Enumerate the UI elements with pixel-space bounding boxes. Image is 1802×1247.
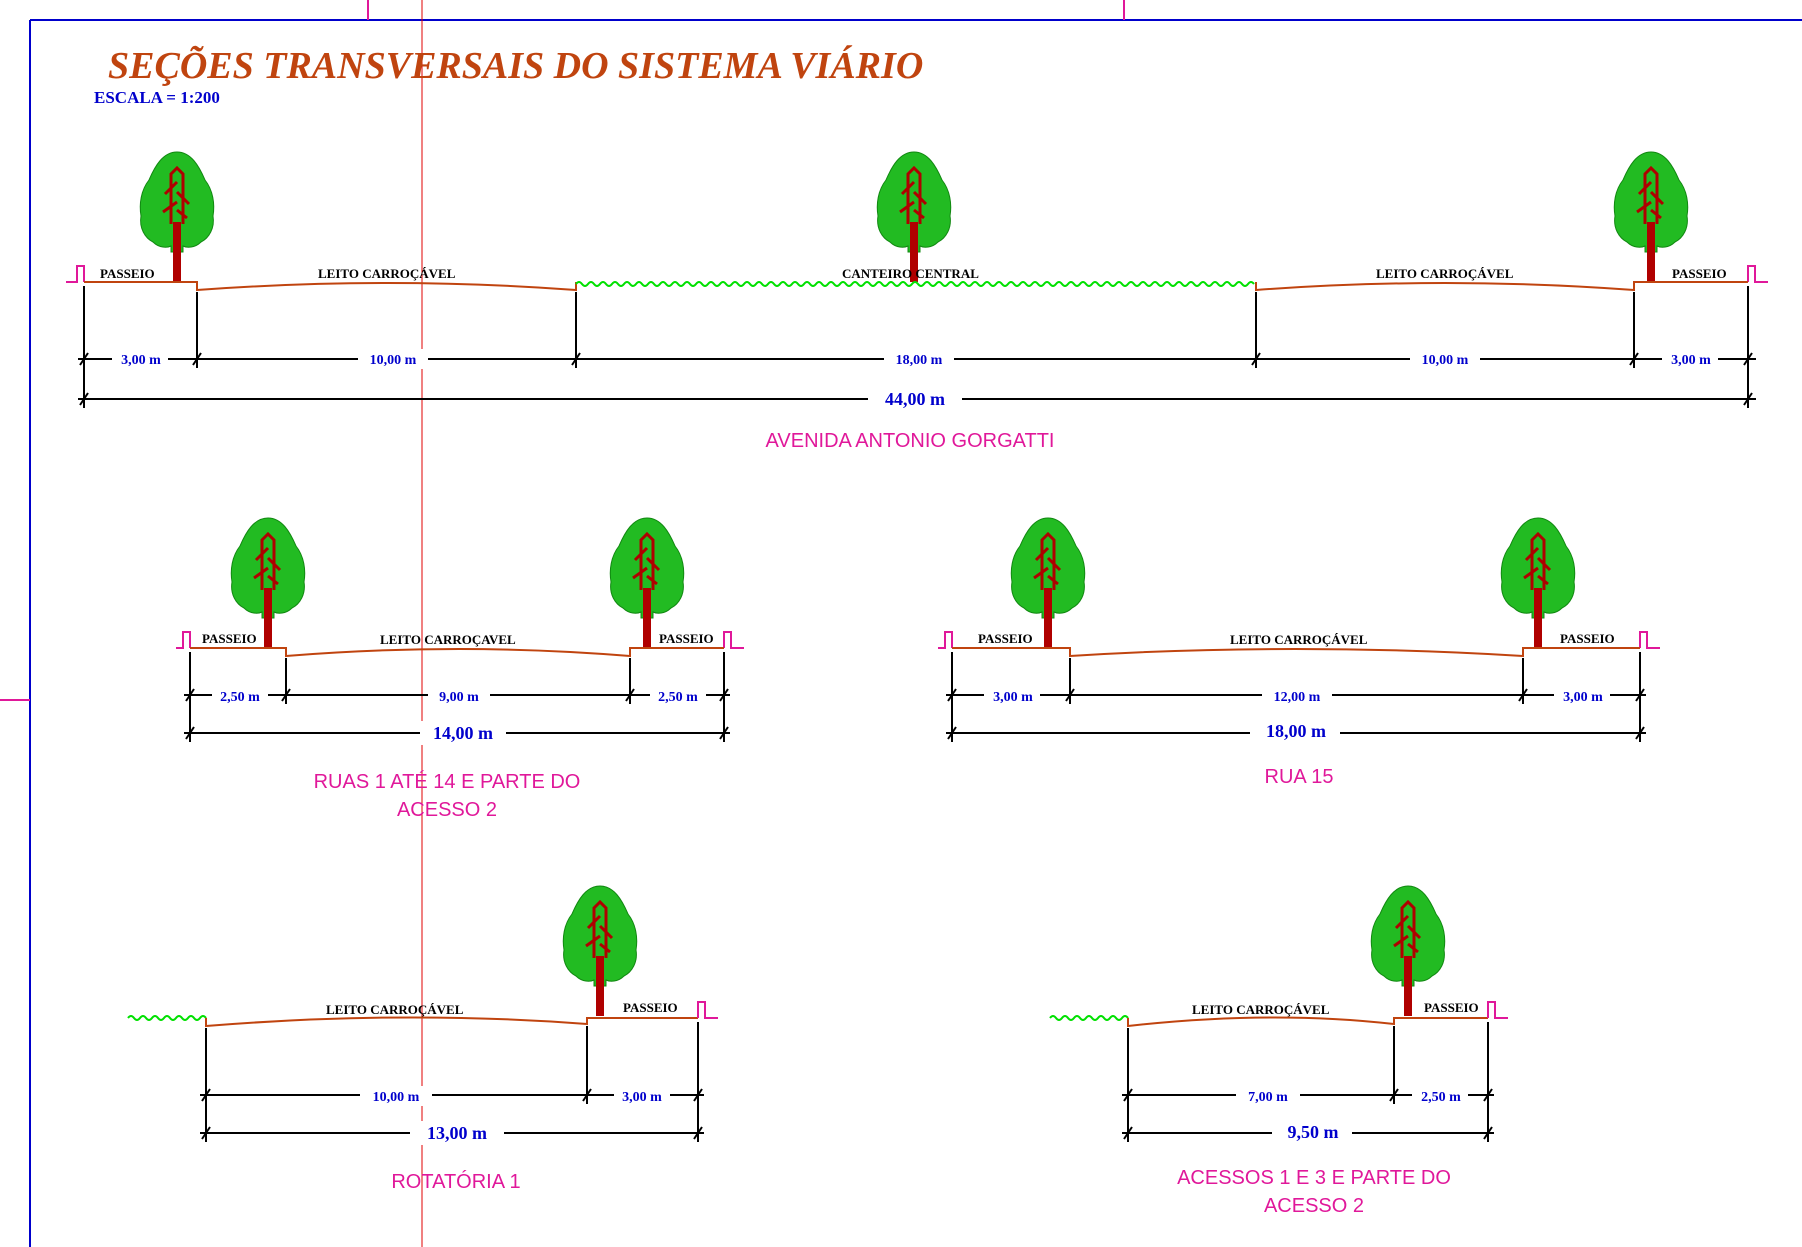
dim-leito: 12,00 m bbox=[1274, 690, 1321, 705]
grass-edge bbox=[127, 1015, 207, 1021]
dim-passeio: 3,00 m bbox=[1671, 353, 1711, 368]
label-passeio: PASSEIO bbox=[623, 1000, 678, 1015]
dim-leito: 7,00 m bbox=[1248, 1090, 1288, 1105]
label-leito: LEITO CARROÇÁVEL bbox=[1230, 632, 1368, 647]
label-leito: LEITO CARROÇAVEL bbox=[380, 632, 516, 647]
dim-total: 14,00 m bbox=[433, 723, 493, 743]
tree-icon bbox=[229, 516, 307, 650]
section-title: RUA 15 bbox=[1265, 766, 1334, 788]
label-passeio: PASSEIO bbox=[1672, 266, 1727, 281]
label-passeio: PASSEIO bbox=[978, 631, 1033, 646]
label-leito: LEITO CARROÇÁVEL bbox=[326, 1002, 464, 1017]
dim-total: 13,00 m bbox=[427, 1123, 487, 1143]
curb-left bbox=[938, 631, 953, 649]
dim-ticks bbox=[1123, 1088, 1493, 1140]
grass-edge bbox=[1049, 1015, 1129, 1021]
tree-icon bbox=[138, 150, 216, 284]
drawing-scale: ESCALA = 1:200 bbox=[94, 88, 220, 107]
dim-passeio: 3,00 m bbox=[993, 690, 1033, 705]
curb-left bbox=[66, 265, 85, 283]
section-title-line1: ACESSOS 1 E 3 E PARTE DO bbox=[1177, 1167, 1451, 1189]
tree-icon bbox=[875, 150, 953, 284]
section-title-line1: RUAS 1 ATÉ 14 E PARTE DO bbox=[314, 770, 581, 793]
tree-icon bbox=[608, 516, 686, 650]
road-profile bbox=[952, 647, 1640, 658]
dim-ticks bbox=[185, 688, 729, 740]
dim-passeio: 2,50 m bbox=[1421, 1090, 1461, 1105]
road-profile bbox=[190, 647, 724, 658]
tree-icon bbox=[1009, 516, 1087, 650]
section-acessos-1-3: LEITO CARROÇÁVEL PASSEIO 7,00 m 2,50 m 9… bbox=[1049, 884, 1508, 1217]
road-profile bbox=[84, 281, 1748, 292]
curb-left bbox=[176, 631, 191, 649]
label-canteiro: CANTEIRO CENTRAL bbox=[842, 266, 979, 281]
curb-right bbox=[1487, 1001, 1508, 1019]
dim-leito: 10,00 m bbox=[373, 1090, 420, 1105]
dim-ticks bbox=[79, 352, 1753, 406]
tree-icon bbox=[1369, 884, 1447, 1018]
dim-passeio: 3,00 m bbox=[1563, 690, 1603, 705]
section-ruas-1-14: PASSEIO LEITO CARROÇAVEL PASSEIO 2,50 m … bbox=[176, 516, 744, 821]
label-passeio: PASSEIO bbox=[1560, 631, 1615, 646]
road-profile bbox=[1127, 1016, 1488, 1028]
label-passeio: PASSEIO bbox=[1424, 1000, 1479, 1015]
road-profile bbox=[205, 1016, 698, 1028]
section-rotatoria-1: LEITO CARROÇÁVEL PASSEIO 10,00 m 3,00 m … bbox=[127, 884, 718, 1193]
label-passeio: PASSEIO bbox=[100, 266, 155, 281]
dim-leito: 9,00 m bbox=[439, 690, 479, 705]
dim-canteiro: 18,00 m bbox=[896, 353, 943, 368]
dim-passeio: 3,00 m bbox=[121, 353, 161, 368]
curb-right bbox=[697, 1001, 718, 1019]
label-leito: LEITO CARROÇÁVEL bbox=[1192, 1002, 1330, 1017]
section-title: ROTATÓRIA 1 bbox=[391, 1170, 520, 1193]
dim-leito: 10,00 m bbox=[370, 353, 417, 368]
tree-icon bbox=[561, 884, 639, 1018]
dim-passeio: 2,50 m bbox=[658, 690, 698, 705]
section-title: AVENIDA ANTONIO GORGATTI bbox=[766, 430, 1055, 452]
label-passeio: PASSEIO bbox=[659, 631, 714, 646]
section-avenida: PASSEIO LEITO CARROÇÁVEL CANTEIRO CENTRA… bbox=[66, 150, 1768, 452]
drawing-title: SEÇÕES TRANSVERSAIS DO SISTEMA VIÁRIO bbox=[108, 45, 923, 87]
dim-total: 18,00 m bbox=[1266, 721, 1326, 741]
curb-right bbox=[1639, 631, 1660, 649]
section-title-line2: ACESSO 2 bbox=[397, 799, 497, 821]
dim-leito: 10,00 m bbox=[1422, 353, 1469, 368]
section-title-line2: ACESSO 2 bbox=[1264, 1195, 1364, 1217]
dim-ticks bbox=[947, 688, 1645, 740]
curb-right bbox=[723, 631, 744, 649]
tree-icon bbox=[1612, 150, 1690, 284]
label-passeio: PASSEIO bbox=[202, 631, 257, 646]
dim-passeio: 3,00 m bbox=[622, 1090, 662, 1105]
section-rua-15: PASSEIO LEITO CARROÇÁVEL PASSEIO 3,00 m … bbox=[938, 516, 1660, 788]
curb-right bbox=[1747, 265, 1768, 283]
dim-ticks bbox=[201, 1088, 703, 1140]
tree-icon bbox=[1499, 516, 1577, 650]
dim-total: 44,00 m bbox=[885, 389, 945, 409]
label-leito: LEITO CARROÇÁVEL bbox=[318, 266, 456, 281]
grass-median bbox=[575, 281, 1255, 287]
dim-passeio: 2,50 m bbox=[220, 690, 260, 705]
label-leito: LEITO CARROÇÁVEL bbox=[1376, 266, 1514, 281]
dim-total: 9,50 m bbox=[1288, 1122, 1339, 1142]
